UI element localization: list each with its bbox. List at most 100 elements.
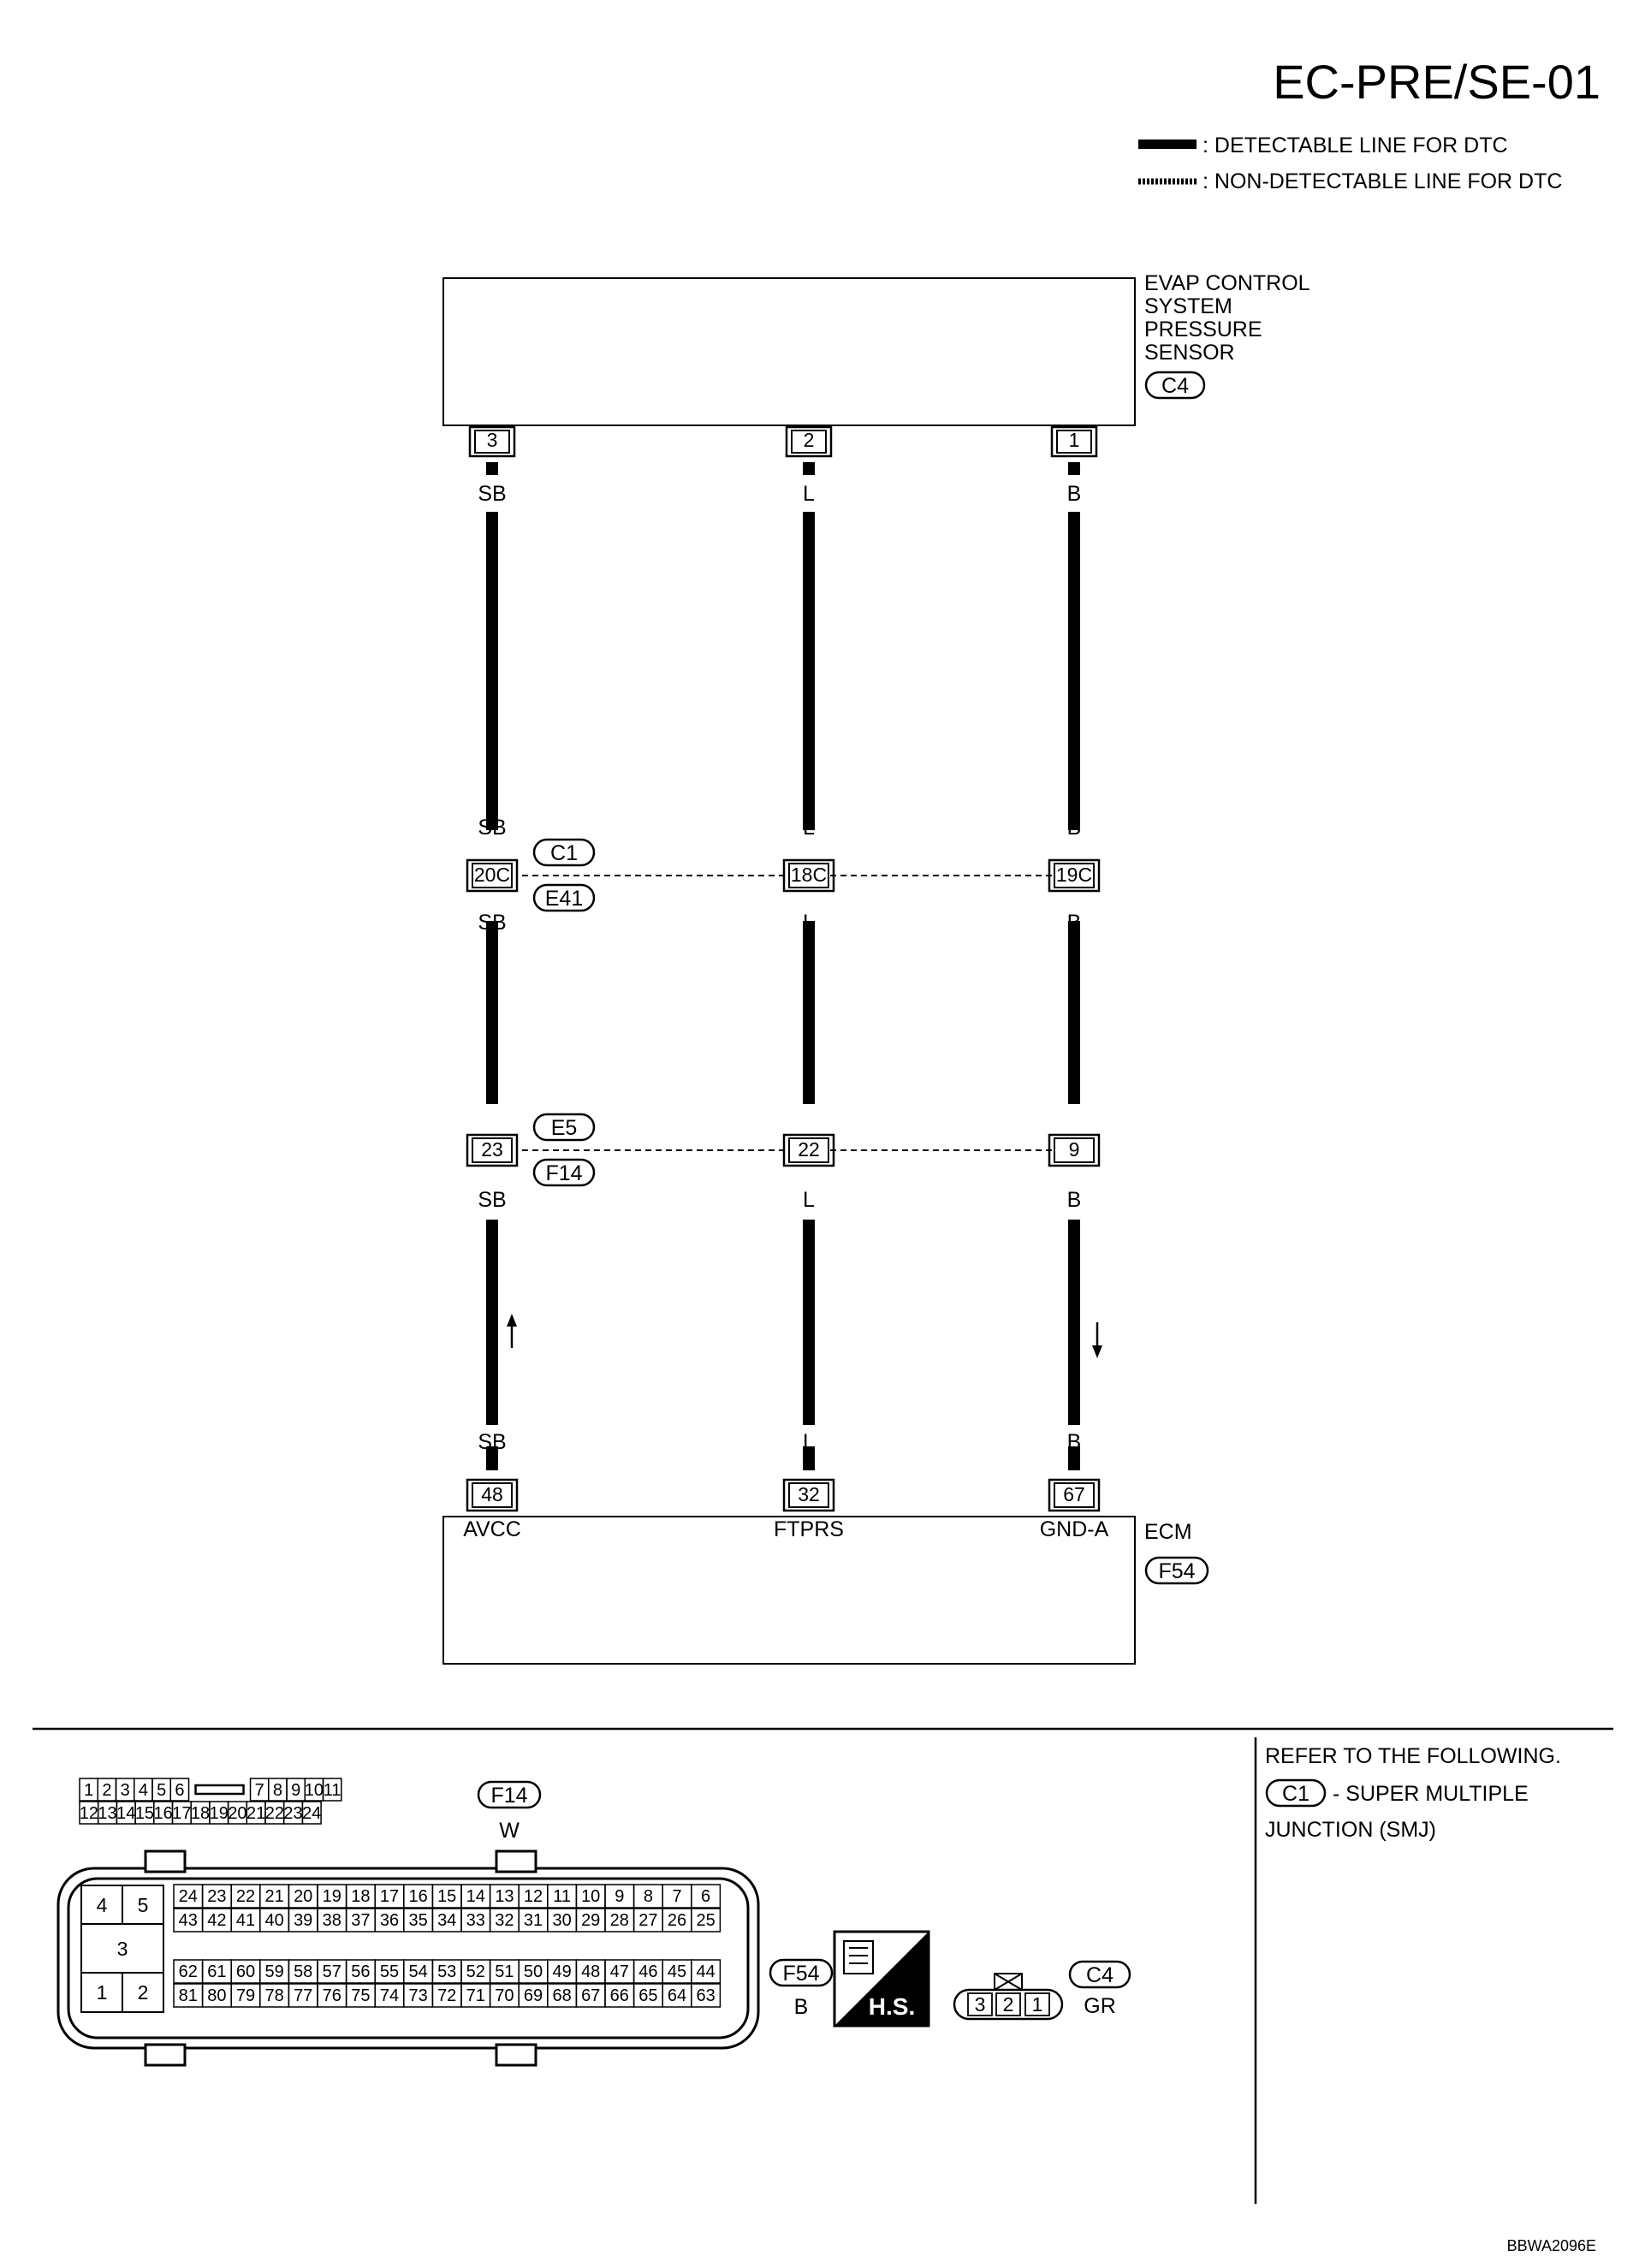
- c4-pin: 1: [1032, 1993, 1043, 2016]
- wire-b-segment-3: [1068, 1220, 1080, 1425]
- wires: 320C2348SBSBSBSBSBAVCC218C2232LLLLLFTPRS…: [463, 425, 1109, 1541]
- f14-pin: 8: [273, 1781, 282, 1800]
- f54-pin: 54: [408, 1962, 427, 1981]
- f54-pin: 37: [351, 1911, 370, 1930]
- harness-side-icon: H.S.: [833, 1930, 930, 2028]
- f14-pin: 19: [210, 1804, 229, 1823]
- ecm-terminal-gnd-a: GND-A: [1040, 1517, 1109, 1541]
- f14-pin: 20: [228, 1804, 246, 1823]
- f54-pin: 60: [236, 1962, 255, 1981]
- f14-pin: 1: [84, 1781, 93, 1800]
- wire-sb-segment-0: [486, 462, 498, 475]
- sensor-wire-b-pin: 1: [1069, 429, 1080, 451]
- ecm-terminal-ftprs: FTPRS: [774, 1517, 844, 1541]
- joint-wire-l-cavity: [788, 1137, 829, 1163]
- joint-wire-sb-cavity: [472, 1137, 513, 1163]
- f54-pin: 58: [294, 1962, 312, 1981]
- f54-pin: 10: [581, 1887, 600, 1906]
- refer-text-2: JUNCTION (SMJ): [1265, 1818, 1436, 1842]
- f54-cell: [691, 1983, 722, 2008]
- sensor-name-line-1: EVAP CONTROL: [1144, 271, 1310, 295]
- f54-pin: 24: [179, 1887, 198, 1906]
- f54-pin: 78: [264, 1986, 283, 2005]
- f54-pin: 34: [437, 1911, 456, 1930]
- f54-pin: 67: [581, 1986, 600, 2005]
- f54-pin: 7: [672, 1887, 681, 1906]
- wire-b-color-label: B: [1067, 1188, 1082, 1212]
- wire-sb-segment-4: [486, 1446, 498, 1470]
- f14-pin: 7: [255, 1781, 264, 1800]
- ecm-wire-l-pin: 32: [798, 1483, 820, 1505]
- wire-sb-color-label: SB: [478, 911, 506, 935]
- ecm-terminal-avcc: AVCC: [463, 1517, 521, 1541]
- f14-pin: 6: [175, 1781, 184, 1800]
- f54-pin: 19: [323, 1887, 341, 1906]
- wire-sb-segment-3: [486, 1220, 498, 1425]
- diagram-code: BBWA2096E: [1507, 2237, 1596, 2254]
- c4-connector-oval: [1068, 1960, 1131, 1989]
- f54-pin: 43: [179, 1911, 198, 1930]
- sensor-name-line-2: SYSTEM: [1144, 294, 1232, 318]
- f54-pin: 32: [495, 1911, 514, 1930]
- wire-l-color-label: L: [803, 482, 815, 506]
- sensor-wire-b-cavity: [1056, 430, 1092, 454]
- f54-pin: 11: [553, 1887, 571, 1906]
- f54-pin: 42: [207, 1911, 226, 1930]
- sensor-wire-sb-housing: [468, 425, 516, 458]
- f54-cell: [691, 1959, 722, 1984]
- f14-pin: 10: [305, 1781, 324, 1800]
- f14-pin: 18: [191, 1804, 210, 1823]
- legend: : DETECTABLE LINE FOR DTC : NON-DETECTAB…: [1138, 134, 1562, 193]
- f54-pin: 13: [495, 1887, 514, 1906]
- f54-pin: 45: [668, 1962, 686, 1981]
- f54-pin: 15: [437, 1887, 456, 1906]
- joint-connector-f14: F14: [545, 1161, 582, 1185]
- f54-pin: 25: [696, 1911, 715, 1930]
- smj-connector-c1-oval: [532, 838, 596, 867]
- f54-pin: 75: [351, 1986, 370, 2005]
- smj-wire-l-pin: 18C: [791, 864, 827, 886]
- f14-pin: 13: [98, 1804, 116, 1823]
- f54-pin: 27: [638, 1911, 657, 1930]
- f54-pin: 57: [323, 1962, 341, 1981]
- f54-pin: 9: [615, 1887, 624, 1906]
- f54-pin: 61: [207, 1962, 226, 1981]
- joint-wire-l-pin: 22: [798, 1138, 820, 1161]
- f54-pin: 51: [495, 1962, 514, 1981]
- f54-pin: 36: [380, 1911, 399, 1930]
- ecm-wire-sb-pin: 48: [481, 1483, 503, 1505]
- f54-pin: 26: [668, 1911, 686, 1930]
- joint-connector-e5: E5: [551, 1116, 578, 1140]
- f54-pin: 38: [323, 1911, 341, 1930]
- ecm-wire-l-cavity: [788, 1482, 829, 1508]
- joint-wire-b-cavity: [1054, 1137, 1095, 1163]
- joint-connector-e5-oval: [532, 1113, 596, 1142]
- wire-l-color-label: L: [803, 816, 815, 840]
- wire-b-segment-2: [1068, 921, 1080, 1104]
- f54-pin: 33: [466, 1911, 485, 1930]
- smj-wire-sb-housing: [466, 858, 519, 893]
- f54-pin: 28: [610, 1911, 629, 1930]
- c4-pin: 2: [1003, 1993, 1014, 2016]
- f54-pin: 8: [644, 1887, 653, 1906]
- f54-pin: 29: [581, 1911, 600, 1930]
- evap-sensor-label: EVAP CONTROL SYSTEM PRESSURE SENSOR: [1144, 271, 1310, 365]
- c4-cell: [995, 1992, 1021, 2016]
- f54-color: B: [794, 1995, 809, 2019]
- f54-pin: 39: [294, 1911, 312, 1930]
- smj-wire-b-cavity: [1054, 863, 1095, 888]
- f54-latch-bl: [144, 2043, 187, 2067]
- f54-pin: 68: [552, 1986, 571, 2005]
- refer-text-1: - SUPER MULTIPLE: [1333, 1782, 1529, 1806]
- wire-b-color-label: B: [1067, 816, 1082, 840]
- ecm-wire-sb-housing: [466, 1478, 519, 1512]
- f14-pin: 15: [135, 1804, 154, 1823]
- ecm-connector-oval: [1144, 1556, 1209, 1585]
- f54-pin: 64: [668, 1986, 686, 2005]
- f54-connector-oval: [769, 1958, 834, 1987]
- sensor-wire-l-pin: 2: [804, 429, 815, 451]
- f54-pin: 55: [380, 1962, 399, 1981]
